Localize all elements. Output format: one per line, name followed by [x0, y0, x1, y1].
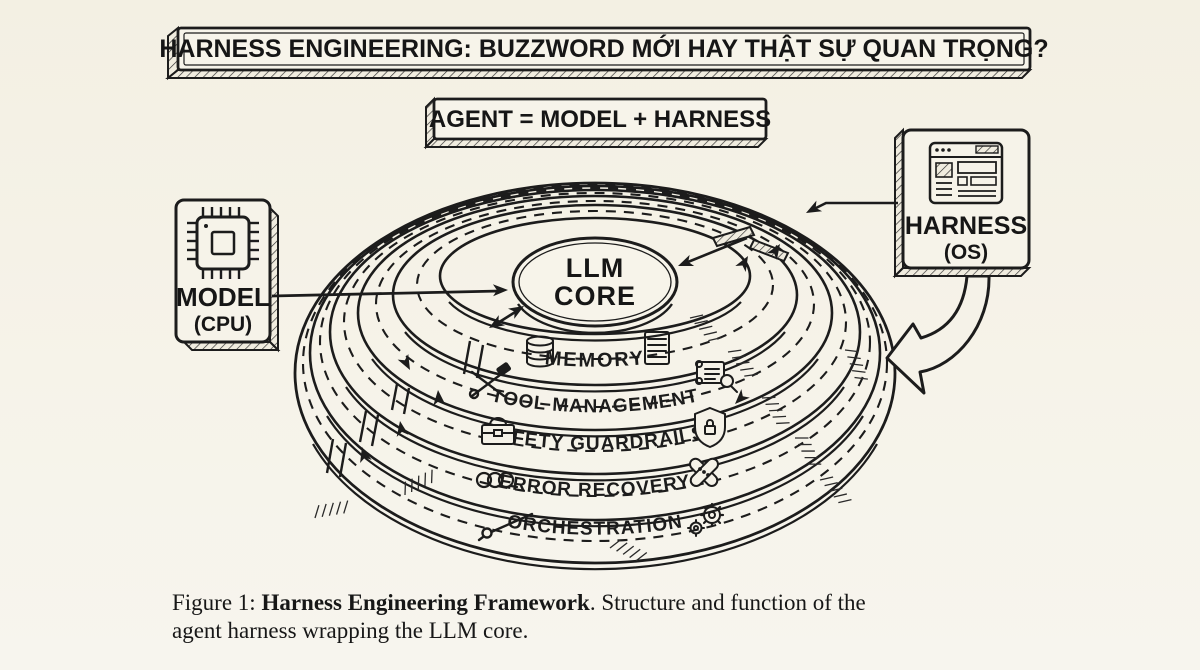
model-box-label: MODEL	[176, 282, 270, 312]
ring-label-safety-guardrails: SAFETY GUARDRAILS	[483, 422, 706, 455]
hammer-wrench-icon	[468, 362, 512, 400]
left-notch-cuts	[325, 340, 485, 478]
ring-rim-arcs	[312, 301, 878, 571]
caption-middle: . Structure and function of the	[590, 590, 866, 615]
harness-box-label: HARNESS	[905, 212, 1027, 240]
svg-text:SAFETY GUARDRAILS: SAFETY GUARDRAILS	[483, 422, 707, 455]
baton-icon	[477, 512, 534, 542]
browser-window-icon	[928, 141, 1004, 205]
svg-text:TOOL MANAGEMENT: TOOL MANAGEMENT	[489, 385, 700, 417]
model-box-sublabel: (CPU)	[194, 313, 252, 336]
subtitle-banner: AGENT = MODEL + HARNESS	[423, 96, 771, 150]
llm-core-line1: LLM	[566, 253, 624, 283]
svg-text:MEMORY: MEMORY	[544, 347, 646, 372]
core-memory-double-arrow	[485, 300, 528, 334]
bandage-icon	[689, 457, 719, 487]
server-stack-icon	[644, 331, 670, 365]
shield-lock-icon	[694, 406, 726, 449]
caption-prefix: Figure 1:	[172, 590, 261, 615]
ring-label-tool-management: TOOL MANAGEMENT	[489, 385, 699, 417]
ring-icons	[468, 331, 738, 542]
llm-core-line2: CORE	[554, 281, 636, 311]
harness-block-arrow	[885, 274, 991, 395]
title-text: HARNESS ENGINEERING: BUZZWORD MỚI HAY TH…	[159, 33, 1048, 63]
model-box: MODEL (CPU)	[174, 198, 281, 353]
subtitle-text: AGENT = MODEL + HARNESS	[429, 106, 771, 133]
harness-box-sublabel: (OS)	[944, 241, 988, 264]
notch-to-core-arrow	[675, 236, 748, 272]
flow-dashed-arcs	[301, 183, 889, 543]
database-icon	[526, 335, 554, 368]
svg-text:ORCHESTRATION: ORCHESTRATION	[506, 511, 684, 539]
svg-text:Figure 1: Harness Engineering: Figure 1: Harness Engineering Framework.…	[172, 590, 866, 615]
ring-label-error-recovery: ERROR RECOVERY	[498, 471, 692, 501]
harness-box: HARNESS (OS)	[892, 127, 1032, 279]
caption-line2: agent harness wrapping the LLM core.	[172, 618, 528, 643]
toolbox-icon	[481, 417, 515, 445]
spring-icon	[475, 471, 519, 489]
caption-bold: Harness Engineering Framework	[261, 590, 590, 615]
ring-labels: MEMORY TOOL MANAGEMENT SAFETY GUARDRAILS…	[483, 347, 707, 540]
harness-to-ring-arrow	[803, 200, 898, 219]
figure-caption: Figure 1: Harness Engineering Framework.…	[172, 590, 866, 643]
ring-label-orchestration: ORCHESTRATION	[506, 511, 683, 539]
cpu-chip-icon	[187, 207, 259, 279]
model-to-core-arrow	[271, 284, 509, 298]
llm-core: LLM CORE	[511, 236, 679, 335]
scroll-magnifier-icon	[695, 360, 738, 393]
harness-rings	[293, 181, 897, 571]
svg-text:ERROR RECOVERY: ERROR RECOVERY	[498, 471, 693, 501]
gears-icon	[687, 502, 725, 537]
title-banner: HARNESS ENGINEERING: BUZZWORD MỚI HAY TH…	[159, 25, 1049, 81]
ring-label-memory: MEMORY	[544, 347, 644, 372]
